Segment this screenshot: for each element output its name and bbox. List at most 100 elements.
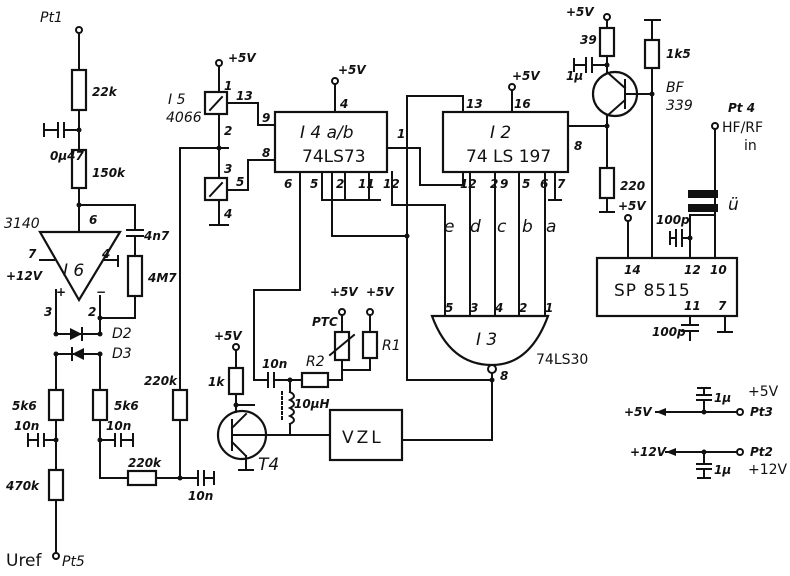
i2-pin-16: 16 xyxy=(514,97,531,111)
ic-i4-74ls73: I 4 a/b 74LS73 9 8 +5V 4 1 6 5 2 11 12 xyxy=(253,63,446,381)
i5-type-label: 4066 xyxy=(166,110,202,126)
label-4n7: 4n7 xyxy=(143,229,170,243)
resistor-1k xyxy=(227,366,245,396)
resistor-5k6-b xyxy=(91,388,109,422)
resistor-22k xyxy=(70,68,88,112)
bf-type-label: 339 xyxy=(666,98,693,114)
pt2-label: Pt2 xyxy=(750,445,773,459)
i3-pin-2: 2 xyxy=(519,301,527,315)
label-10n-d: 10n xyxy=(262,357,287,371)
label-10n-c: 10n xyxy=(188,489,213,503)
output-b: b xyxy=(522,217,533,237)
label-39: 39 xyxy=(580,33,597,47)
pt2-terminal[interactable] xyxy=(736,448,744,456)
i6-pin-2: 2 xyxy=(88,305,96,319)
resistor-220 xyxy=(598,166,616,200)
i3-pin-4: 4 xyxy=(494,301,503,315)
output-a: a xyxy=(546,217,556,237)
i4-label: I 4 a/b xyxy=(300,123,354,143)
label-5k6-b: 5k6 xyxy=(114,399,139,413)
i4-pin-4: 4 xyxy=(339,97,348,111)
pt5-terminal[interactable] xyxy=(52,552,60,560)
label-1u-a: 1µ xyxy=(566,69,583,83)
pt3-supply-label: +5V xyxy=(748,384,779,400)
i6-pin-6: 6 xyxy=(89,213,97,227)
output-c: c xyxy=(497,217,507,237)
sp-pin-10: 10 xyxy=(710,263,727,277)
i2-label: I 2 xyxy=(490,123,511,143)
i5-pin-5: 5 xyxy=(236,175,244,189)
label-470k: 470k xyxy=(5,479,40,493)
label-10n-a: 10n xyxy=(14,419,39,433)
i4-pin-9: 9 xyxy=(262,111,270,125)
i3-pin-5: 5 xyxy=(445,301,453,315)
i5-supply-label: +5V xyxy=(228,51,257,65)
sp-pin-7: 7 xyxy=(718,299,727,313)
i5-pin-4: 4 xyxy=(223,207,232,221)
i2-pin-12: 12 xyxy=(460,177,477,191)
hf-rf-label: HF/RF xyxy=(722,120,763,136)
i6-label: I 6 xyxy=(63,261,84,281)
label-0u47: 0µ47 xyxy=(50,149,85,163)
resistor-r2 xyxy=(300,371,330,389)
resistor-4m7 xyxy=(126,254,144,298)
label-5k6-a: 5k6 xyxy=(12,399,37,413)
resistor-r1 xyxy=(361,330,379,360)
in-label: in xyxy=(744,138,757,154)
rf-stage-bf339: +5V 39 1µ BF 339 220 1k5 xyxy=(566,5,693,259)
gate-i3-74ls30: 5 3 4 2 1 I 3 74LS30 8 xyxy=(401,289,588,441)
oscillator-t4: +5V 1k T4 VZL 10n R2 10µH +5V xyxy=(208,285,404,475)
t4-supply-label: +5V xyxy=(214,329,243,343)
i3-type-label: 74LS30 xyxy=(536,352,588,368)
i5-pin-13: 13 xyxy=(236,89,253,103)
i5-pin-2: 2 xyxy=(224,124,232,138)
i4-pin-2: 2 xyxy=(336,177,344,191)
sp-pin-12: 12 xyxy=(684,263,701,277)
pt3-terminal[interactable] xyxy=(736,408,744,416)
resistor-5k6-a xyxy=(47,388,65,422)
label-10uh: 10µH xyxy=(294,397,330,411)
label-100p-a: 100p xyxy=(656,213,690,227)
label-1k5: 1k5 xyxy=(666,47,691,61)
i4-pin-5: 5 xyxy=(310,177,318,191)
vzl-label: VZL xyxy=(342,428,384,448)
pt1-feed: Pt1 22k 0µ47 150k 4n7 4M7 6 xyxy=(40,10,177,319)
label-100p-b: 100p xyxy=(652,325,686,339)
pt4-terminal[interactable] xyxy=(711,122,719,130)
label-1u-b: 1µ xyxy=(714,391,731,405)
diodes-d2-d3: D2 D3 xyxy=(53,326,132,391)
pt2-out-label: +12V xyxy=(630,445,668,459)
diode-d2 xyxy=(70,328,82,340)
i2-type-label: 74 LS 197 xyxy=(466,147,551,167)
r2-label: R2 xyxy=(306,354,325,370)
sp-pin-11: 11 xyxy=(684,299,701,313)
sp-label: SP 8515 xyxy=(614,281,691,301)
pt2-supply-label: +12V xyxy=(748,462,788,478)
sp-supply-label: +5V xyxy=(618,199,647,213)
i3-pin-8: 8 xyxy=(500,369,508,383)
label-150k: 150k xyxy=(92,166,126,180)
i6-type-label: 3140 xyxy=(4,216,40,232)
label-220: 220 xyxy=(620,179,645,193)
svg-text:+: + xyxy=(56,285,66,299)
i4-pin-6: 6 xyxy=(284,177,292,191)
label-22k: 22k xyxy=(92,85,118,99)
transformer-core xyxy=(688,190,718,198)
op-amp-i6: 3140 I 6 +12V 7 4 + − 3 2 xyxy=(4,216,122,335)
i4-pin-1: 1 xyxy=(397,127,405,141)
bf-label: BF xyxy=(666,80,685,96)
ic-i2-74ls197: I 2 74 LS 197 +5V 16 13 8 12 2 9 5 6 7 e… xyxy=(406,69,608,381)
i4-pin-8: 8 xyxy=(262,146,270,160)
output-e: e xyxy=(444,217,454,237)
r1-label: R1 xyxy=(382,338,401,354)
d3-label: D3 xyxy=(112,346,132,362)
ptc-supply-label: +5V xyxy=(330,285,359,299)
resistor-220k-a xyxy=(171,388,189,422)
transformer-label: ü xyxy=(728,195,739,215)
r1-supply-label: +5V xyxy=(366,285,395,299)
label-4m7: 4M7 xyxy=(147,271,177,285)
resistor-220k-b xyxy=(126,469,158,487)
i2-pin-13: 13 xyxy=(466,97,483,111)
i2-supply-label: +5V xyxy=(512,69,541,83)
label-1k: 1k xyxy=(208,375,225,389)
